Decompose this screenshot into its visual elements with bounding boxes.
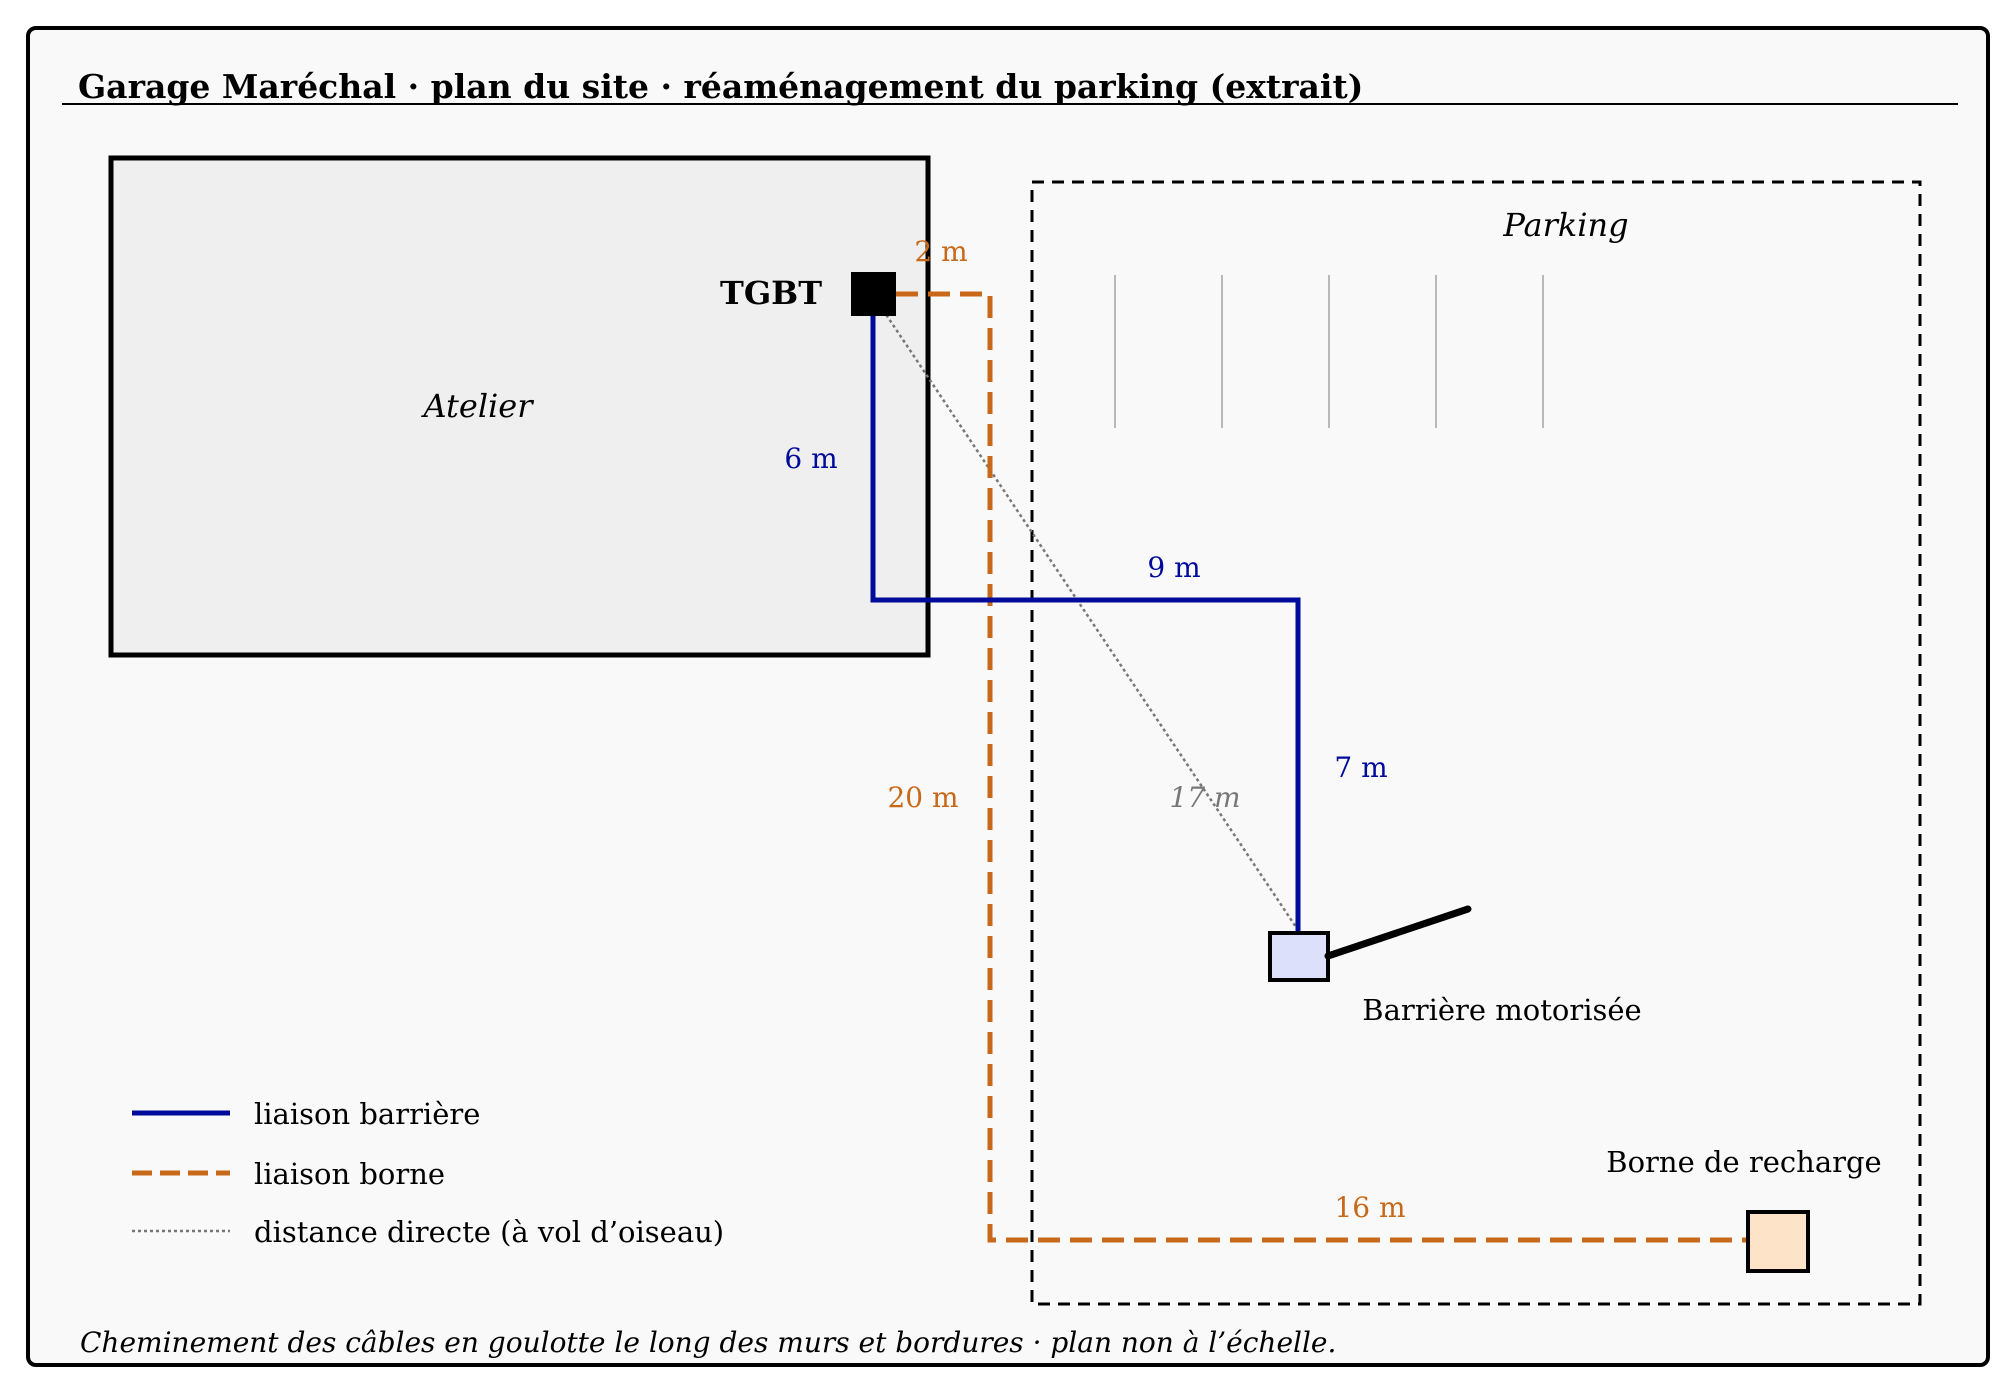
legend-label-barrier: liaison barrière xyxy=(254,1097,480,1131)
footnote: Cheminement des câbles en goulotte le lo… xyxy=(80,1326,1336,1359)
parking-stalls xyxy=(1114,275,1544,428)
dim-barrier-9m: 9 m xyxy=(1147,551,1200,584)
page-title: Garage Maréchal · plan du site · réaména… xyxy=(78,67,1363,106)
charger-link xyxy=(896,291,1748,1243)
dim-barrier-7m: 7 m xyxy=(1334,751,1387,784)
dim-charger-20m: 20 m xyxy=(887,781,958,814)
barrier-label: Barrière motorisée xyxy=(1362,993,1641,1027)
dim-charger-16m: 16 m xyxy=(1334,1191,1405,1224)
parking-zone xyxy=(1030,180,1922,1306)
legend: liaison barrière liaison borne distance … xyxy=(132,1097,724,1249)
barrier-link xyxy=(870,310,1301,933)
atelier-label: Atelier xyxy=(420,387,534,425)
tgbt-panel xyxy=(851,272,896,316)
dim-barrier-6m: 6 m xyxy=(784,442,837,475)
charger-label: Borne de recharge xyxy=(1606,1145,1881,1179)
barrier-box xyxy=(1268,931,1330,982)
legend-label-charger: liaison borne xyxy=(254,1157,445,1191)
direct-distance-line xyxy=(871,294,1302,934)
atelier-building xyxy=(108,155,931,658)
legend-label-direct: distance directe (à vol d’oiseau) xyxy=(254,1215,724,1249)
dim-charger-2m: 2 m xyxy=(914,235,967,268)
parking-label: Parking xyxy=(1502,206,1628,244)
charger-box xyxy=(1746,1210,1810,1273)
dim-direct-17m: 17 m xyxy=(1169,781,1240,814)
tgbt-label: TGBT xyxy=(720,274,822,312)
barrier-arm xyxy=(1324,905,1472,960)
